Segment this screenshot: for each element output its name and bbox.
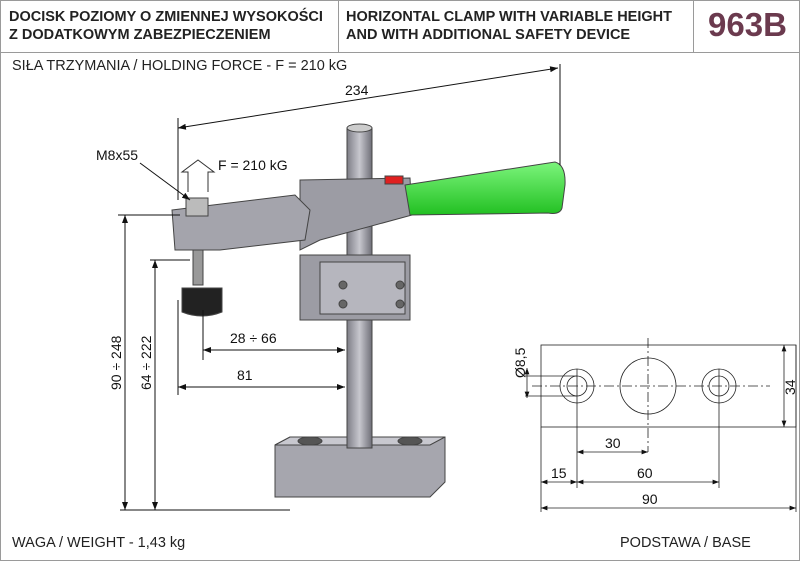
nut <box>185 197 209 217</box>
dim-reach-range: 28 ÷ 66 <box>230 330 277 346</box>
title-english: HORIZONTAL CLAMP WITH VARIABLE HEIGHT AN… <box>346 8 672 44</box>
base-length: 90 <box>642 491 658 507</box>
dim-reach: 81 <box>237 367 253 383</box>
header-divider <box>693 0 694 52</box>
base-width: 34 <box>782 379 798 395</box>
base-label: PODSTAWA / BASE <box>620 535 751 551</box>
screw-label: M8x55 <box>96 147 138 163</box>
weight-label: WAGA / WEIGHT - 1,43 kg <box>12 535 186 551</box>
dim-height-spindle: 64 ÷ 222 <box>138 335 154 390</box>
hole-diameter: Ø8,5 <box>512 347 528 378</box>
base-plan-drawing <box>524 338 797 512</box>
dimension-lines <box>118 64 561 511</box>
spindle <box>192 249 204 286</box>
title-pl-line2: Z DODATKOWYM ZABEZPIECZENIEM <box>9 27 271 43</box>
force-arrow-icon <box>180 159 216 192</box>
rubber-tip <box>181 287 223 317</box>
handle <box>404 161 566 216</box>
force-label: F = 210 kG <box>218 157 288 173</box>
dim-length: 234 <box>345 82 369 98</box>
title-pl-line1: DOCISK POZIOMY O ZMIENNEJ WYSOKOŚCI <box>9 9 323 25</box>
hole-spacing: 60 <box>637 465 653 481</box>
header-bar <box>0 0 800 53</box>
header-divider <box>338 0 339 52</box>
center-offset: 30 <box>605 435 621 451</box>
edge-offset: 15 <box>551 465 567 481</box>
safety-lever <box>384 175 404 185</box>
clamp-illustration <box>171 123 566 498</box>
dim-height-total: 90 ÷ 248 <box>108 335 124 390</box>
title-en-line2: AND WITH ADDITIONAL SAFETY DEVICE <box>346 27 631 43</box>
title-en-line1: HORIZONTAL CLAMP WITH VARIABLE HEIGHT <box>346 9 672 25</box>
product-code: 963B <box>708 6 787 43</box>
title-polish: DOCISK POZIOMY O ZMIENNEJ WYSOKOŚCI Z DO… <box>9 8 323 44</box>
